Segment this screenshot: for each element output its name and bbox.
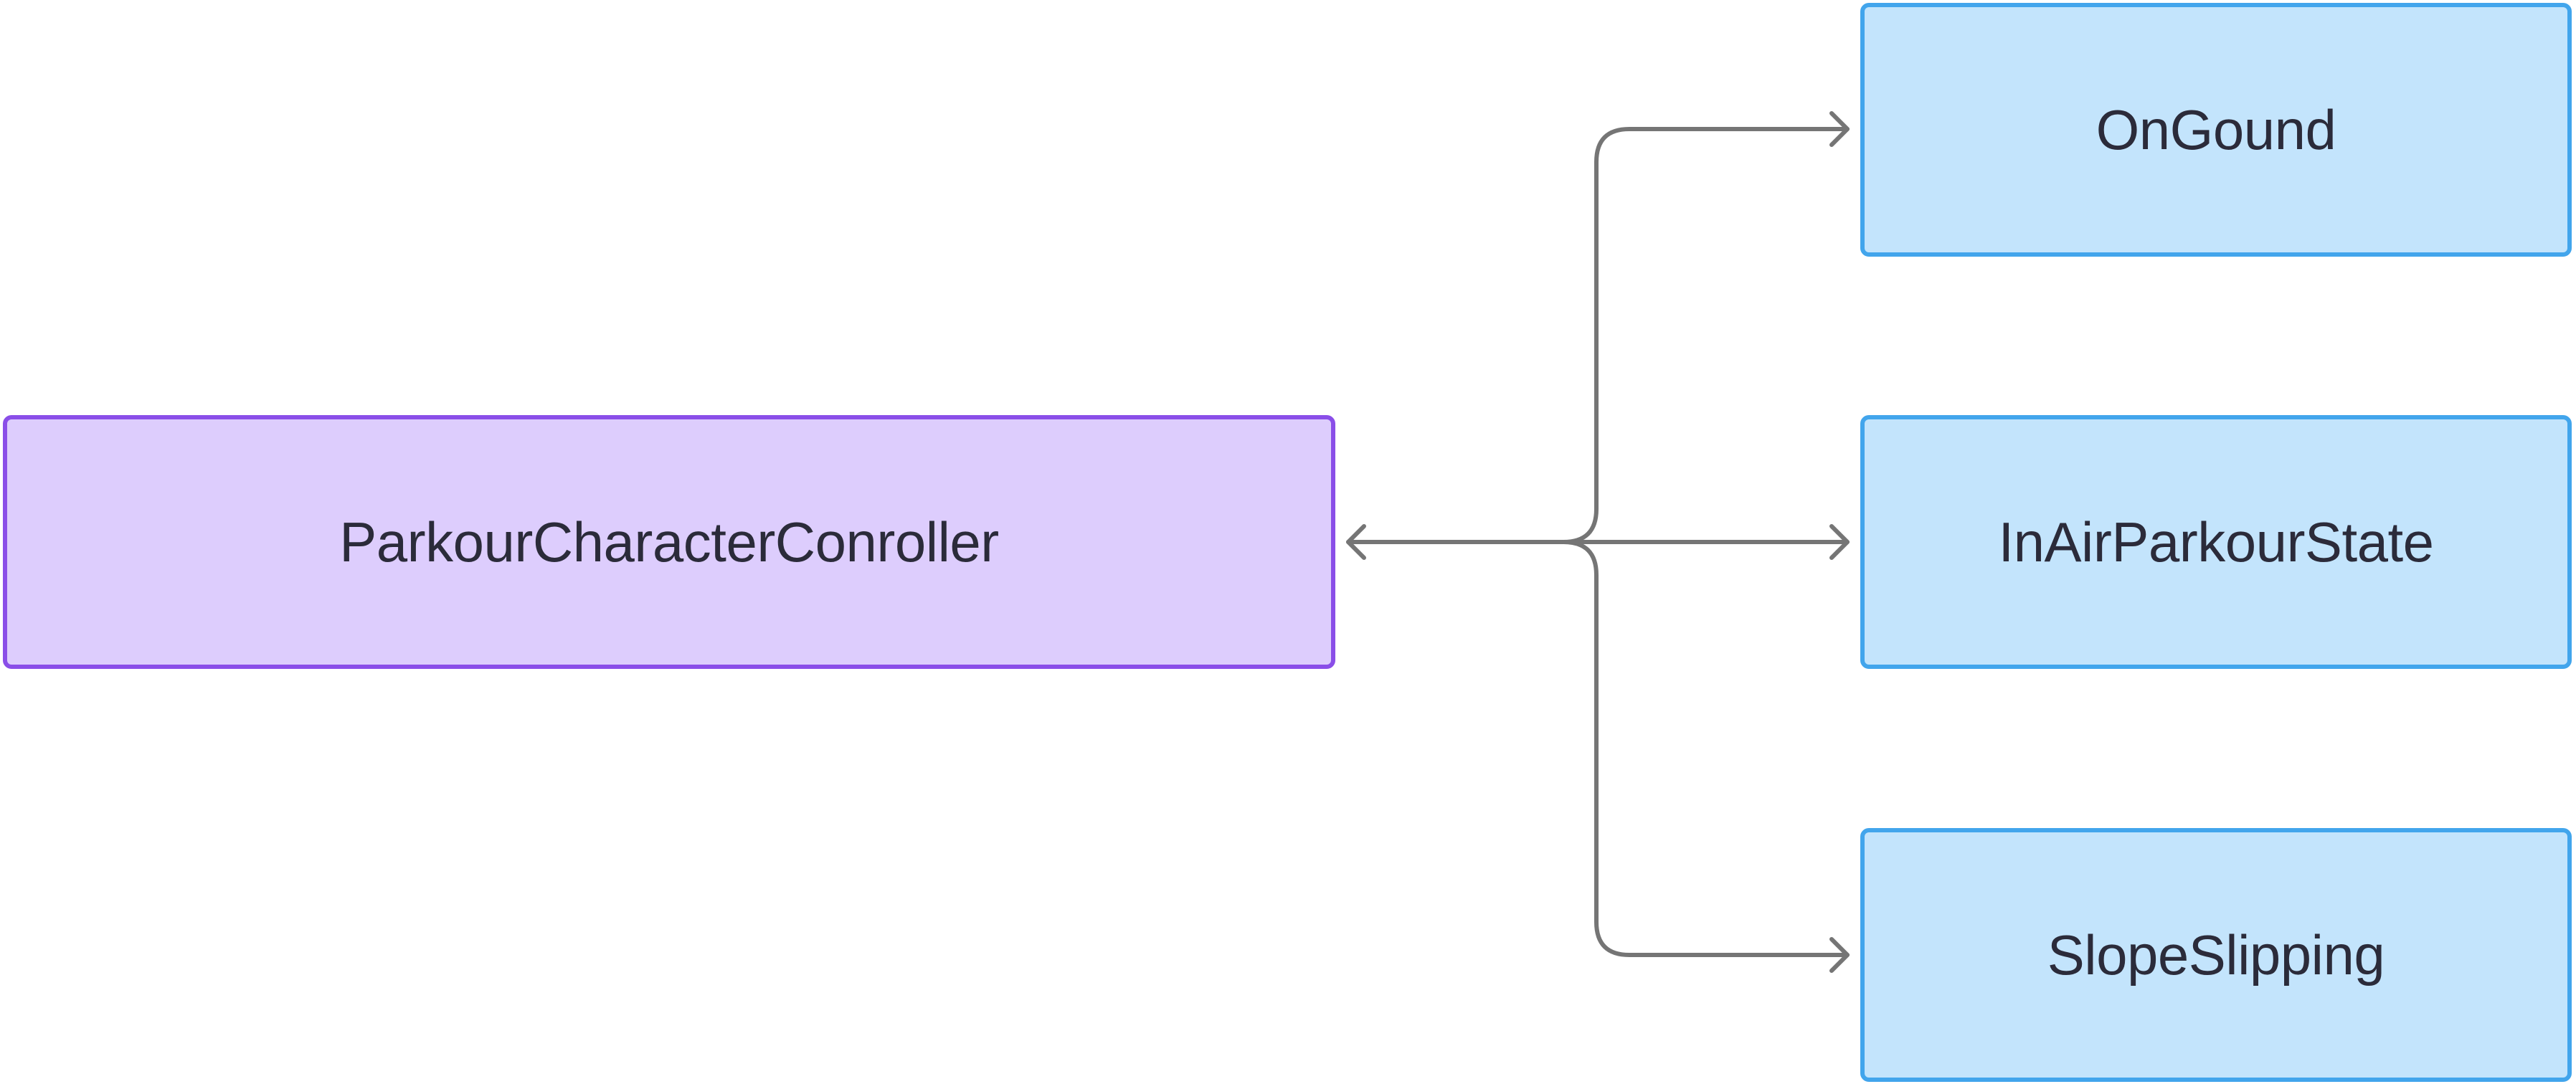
node-ongound[interactable]: OnGound: [1860, 3, 2572, 257]
node-label: InAirParkourState: [1998, 510, 2434, 574]
arrowhead-source: [1346, 524, 1366, 560]
node-label: OnGound: [2096, 98, 2336, 161]
connector-to-slope: [1561, 540, 1850, 957]
node-slope-slipping[interactable]: SlopeSlipping: [1860, 828, 2572, 1082]
connector-to-ongound: [1561, 127, 1850, 544]
arrowhead-inair: [1829, 524, 1850, 560]
node-label: ParkourCharacterConroller: [339, 510, 999, 574]
node-parkour-character-controller[interactable]: ParkourCharacterConroller: [3, 415, 1335, 669]
arrowhead-ongound: [1829, 111, 1850, 147]
node-label: SlopeSlipping: [2047, 923, 2385, 986]
arrowhead-slope: [1829, 937, 1850, 973]
node-inair-parkour-state[interactable]: InAirParkourState: [1860, 415, 2572, 669]
